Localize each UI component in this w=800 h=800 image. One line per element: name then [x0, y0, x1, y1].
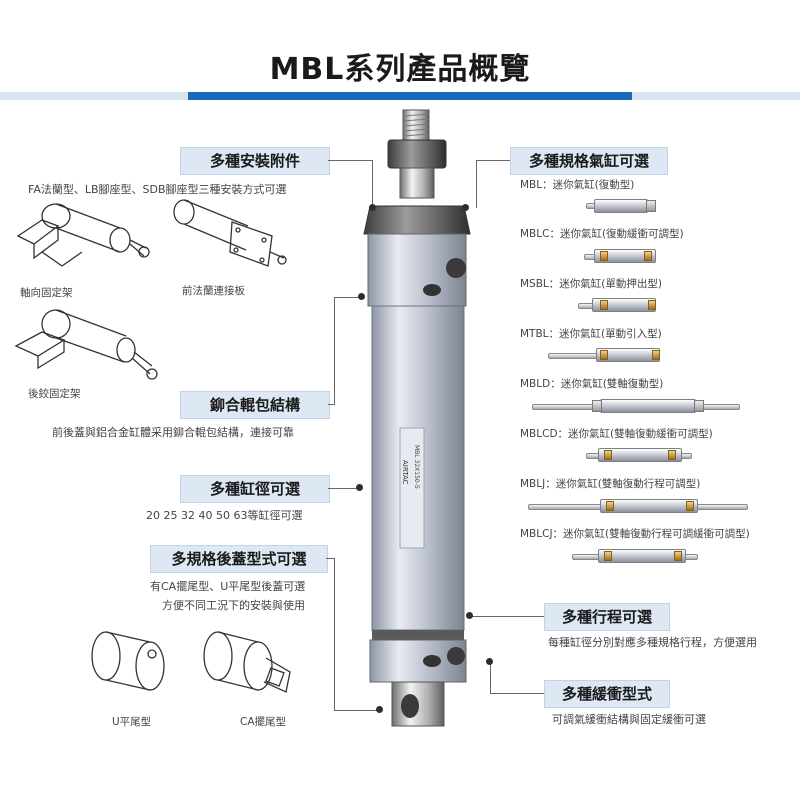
leader-line	[372, 160, 373, 206]
model-mbl: MBL：迷你氣缸(復動型)	[520, 179, 635, 191]
page-title: MBL系列產品概覽	[269, 52, 531, 87]
label-riveting: 鉚合輥包結構	[180, 391, 330, 419]
stroke-desc: 每種缸徑分別對應多種規格行程，方便選用	[548, 636, 757, 649]
ca-swing-tail-drawing	[203, 631, 291, 693]
model-mblc: MBLC：迷你氣缸(復動緩衝可調型)	[520, 228, 684, 240]
label-specs: 多種規格氣缸可選	[510, 147, 668, 175]
leader-dot	[356, 484, 363, 491]
leader-dot	[369, 204, 376, 211]
leader-dot	[486, 658, 493, 665]
bore-desc: 20 25 32 40 50 63等缸徑可選	[146, 509, 303, 522]
leader-line	[476, 160, 477, 208]
accessories-desc: FA法蘭型、LB腳座型、SDB腳座型三種安裝方式可選	[28, 183, 287, 196]
caption-u-flat-tail: U平尾型	[112, 716, 152, 728]
leader-line	[334, 558, 335, 710]
u-flat-tail-drawing	[91, 631, 165, 691]
riveting-desc: 前後蓋與鋁合金缸體采用鉚合輥包結構，連接可靠	[52, 426, 294, 439]
title-accent-bar	[188, 92, 632, 100]
main-cylinder-illustration	[363, 109, 471, 727]
leader-line	[490, 693, 544, 694]
leader-line	[334, 710, 378, 711]
model-mtbl: MTBL：迷你氣缸(單動引入型)	[520, 328, 662, 340]
cylinder-brand-label: AIRTAC	[401, 460, 409, 485]
axial-mount-drawing	[16, 203, 150, 267]
leader-dot	[358, 293, 365, 300]
leader-line	[326, 558, 334, 559]
leader-line	[470, 616, 544, 617]
rear-hinge-drawing	[14, 309, 158, 380]
leader-line	[334, 297, 335, 405]
caption-rear-hinge: 後鉸固定架	[28, 388, 81, 400]
leader-line	[328, 404, 334, 405]
model-mblcd: MBLCD：迷你氣缸(雙軸復動緩衝可調型)	[520, 428, 713, 440]
leader-line	[328, 160, 372, 161]
model-mbld: MBLD：迷你氣缸(雙軸復動型)	[520, 378, 664, 390]
model-mblj: MBLJ：迷你氣缸(雙軸復動行程可調型)	[520, 478, 701, 490]
label-cushion: 多種緩衝型式	[544, 680, 670, 708]
rear-cover-desc-line2: 方便不同工況下的安裝與使用	[162, 599, 305, 612]
leader-dot	[376, 706, 383, 713]
cushion-desc: 可調氣緩衝結構與固定緩衝可選	[552, 713, 706, 726]
front-flange-drawing	[173, 199, 287, 267]
label-rear-cover: 多規格後蓋型式可選	[150, 545, 328, 573]
model-msbl: MSBL：迷你氣缸(單動押出型)	[520, 278, 662, 290]
caption-front-flange: 前法蘭連接板	[182, 285, 245, 297]
model-mblcj: MBLCJ：迷你氣缸(雙軸復動行程可調緩衝可調型)	[520, 528, 750, 540]
caption-axial-mount: 軸向固定架	[20, 287, 73, 299]
leader-line	[328, 488, 358, 489]
leader-dot	[462, 204, 469, 211]
leader-line	[476, 160, 510, 161]
leader-line	[334, 297, 362, 298]
cylinder-model-label: MBL 32X150-S	[413, 445, 420, 489]
label-accessories: 多種安裝附件	[180, 147, 330, 175]
rear-cover-desc-line1: 有CA擺尾型、U平尾型後蓋可選	[150, 580, 306, 593]
leader-line	[490, 662, 491, 694]
label-bore: 多種缸徑可選	[180, 475, 330, 503]
caption-ca-swing-tail: CA擺尾型	[240, 716, 287, 728]
label-stroke: 多種行程可選	[544, 603, 670, 631]
leader-dot	[466, 612, 473, 619]
